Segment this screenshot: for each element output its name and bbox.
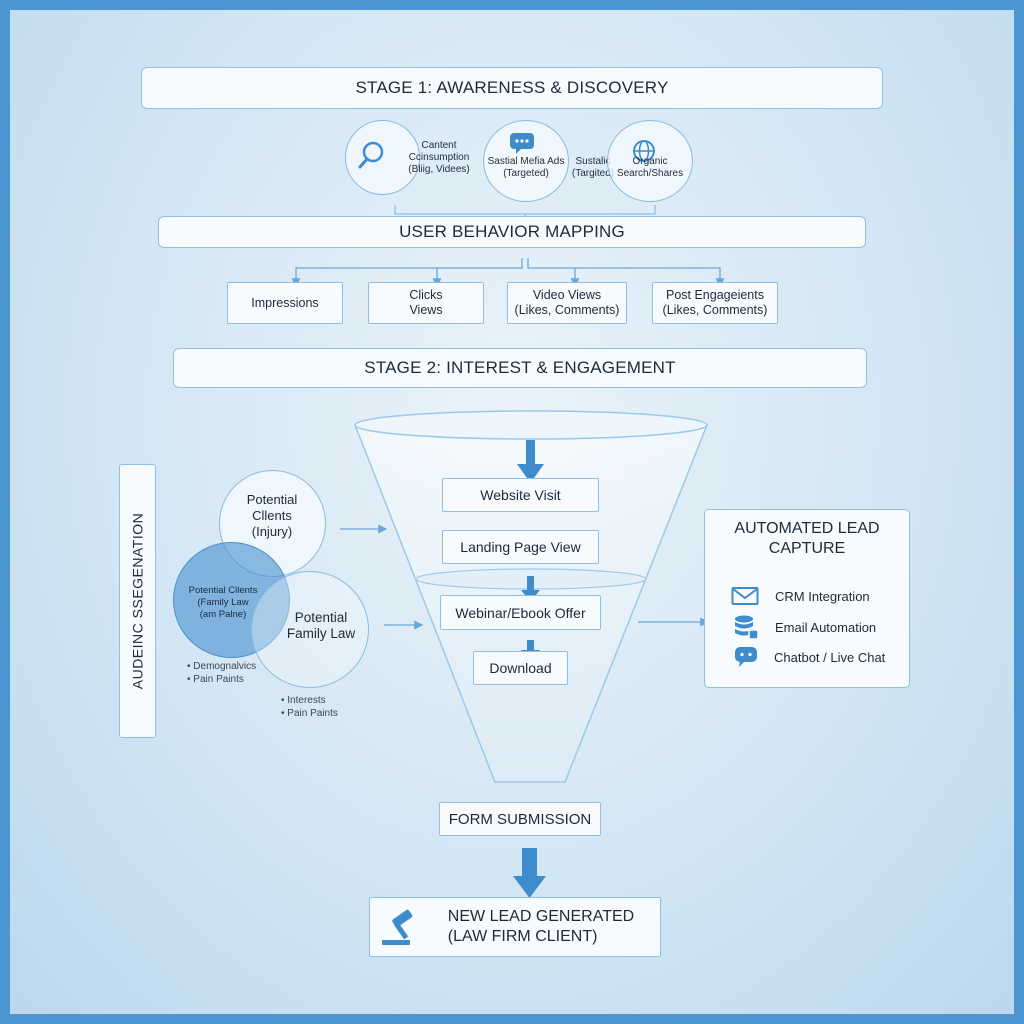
globe-icon <box>633 140 655 162</box>
segment-bullets-interests: • Interests • Pain Paints <box>281 695 338 719</box>
funnel-down-arrow-top <box>517 440 544 483</box>
segment-label-injury: Potential Cllents (Injury) <box>246 492 298 539</box>
channel-connector <box>394 205 656 215</box>
metric-video-views: Video Views (Likes, Comments) <box>507 282 627 324</box>
tool-label-crm: CRM Integration <box>775 588 870 604</box>
stage1-banner: STAGE 1: AWARENESS & DISCOVERY <box>141 67 883 109</box>
form-submission-label: FORM SUBMISSION <box>448 810 592 828</box>
funnel-step-webinar-offer: Webinar/Ebook Offer <box>440 595 601 630</box>
envelope-icon <box>731 587 759 605</box>
channel-label-sustalic: Sustalic (Targited) <box>571 156 615 179</box>
funnel-step-download: Download <box>473 651 568 685</box>
tool-label-chatbot: Chatbot / Live Chat <box>774 649 886 665</box>
arrow-to-engagements <box>527 258 725 288</box>
gavel-icon <box>382 909 413 945</box>
segmentation-title: AUDEINC SSEGENATION <box>129 512 146 690</box>
segment-bullets-demographics: • Demognalvics • Pain Paints <box>187 661 257 685</box>
new-lead-label: NEW LEAD GENERATED (LAW FIRM CLIENT) <box>447 908 635 945</box>
metric-impressions: Impressions <box>227 282 343 324</box>
stage2-banner: STAGE 2: INTEREST & ENGAGEMENT <box>173 348 867 388</box>
tool-crm-integration: CRM Integration <box>731 586 870 606</box>
lead-capture-title: AUTOMATED LEAD CAPTURE <box>734 520 880 557</box>
funnel-step-landing-page: Landing Page View <box>442 530 599 564</box>
magnifier-icon <box>358 141 384 169</box>
form-submission-box: FORM SUBMISSION <box>439 802 601 836</box>
segmentation-side-panel: AUDEINC SSEGENATION <box>119 464 156 738</box>
metric-post-engagements: Post Engageients (Likes, Comments) <box>652 282 778 324</box>
channel-label-content: Cantent Ccinsumption (Bliig, Videes) <box>408 140 470 175</box>
chat-bubble-icon <box>510 133 534 154</box>
behavior-mapping-banner: USER BEHAVIOR MAPPING <box>158 216 866 248</box>
tool-email-automation: Email Automation <box>733 614 876 640</box>
channel-circle-social <box>483 120 569 202</box>
segment-label-family-law: Potential Family Law <box>286 610 356 641</box>
stage1-title: STAGE 1: AWARENESS & DISCOVERY <box>355 78 669 97</box>
arrow-to-impressions <box>291 258 523 288</box>
chat-icon <box>735 647 757 667</box>
funnel-step-website-visit: Website Visit <box>442 478 599 512</box>
metric-clicks: Clicks Views <box>368 282 484 324</box>
segment-label-family-law-pain: Potential Cllents (Family Law (am Palne) <box>188 585 258 620</box>
arrow-form-to-result <box>513 848 546 898</box>
tool-label-email: Email Automation <box>775 619 877 635</box>
channel-label-social: Sastial Mefia Ads (Targeted) <box>487 156 565 179</box>
database-icon <box>735 615 759 640</box>
behavior-mapping-title: USER BEHAVIOR MAPPING <box>399 222 625 241</box>
new-lead-box: NEW LEAD GENERATED (LAW FIRM CLIENT) <box>369 897 661 957</box>
tool-chatbot: Chatbot / Live Chat <box>734 646 885 668</box>
stage2-title: STAGE 2: INTEREST & ENGAGEMENT <box>364 358 676 377</box>
lead-capture-panel: AUTOMATED LEAD CAPTURE CRM Integration E… <box>704 509 910 688</box>
funnel-rim <box>354 410 708 440</box>
channel-circle-content <box>345 120 420 195</box>
channel-circle-organic <box>607 120 693 202</box>
channel-label-organic: Organic Search/Shares <box>616 156 684 179</box>
segment-circle-family-law <box>251 571 369 688</box>
